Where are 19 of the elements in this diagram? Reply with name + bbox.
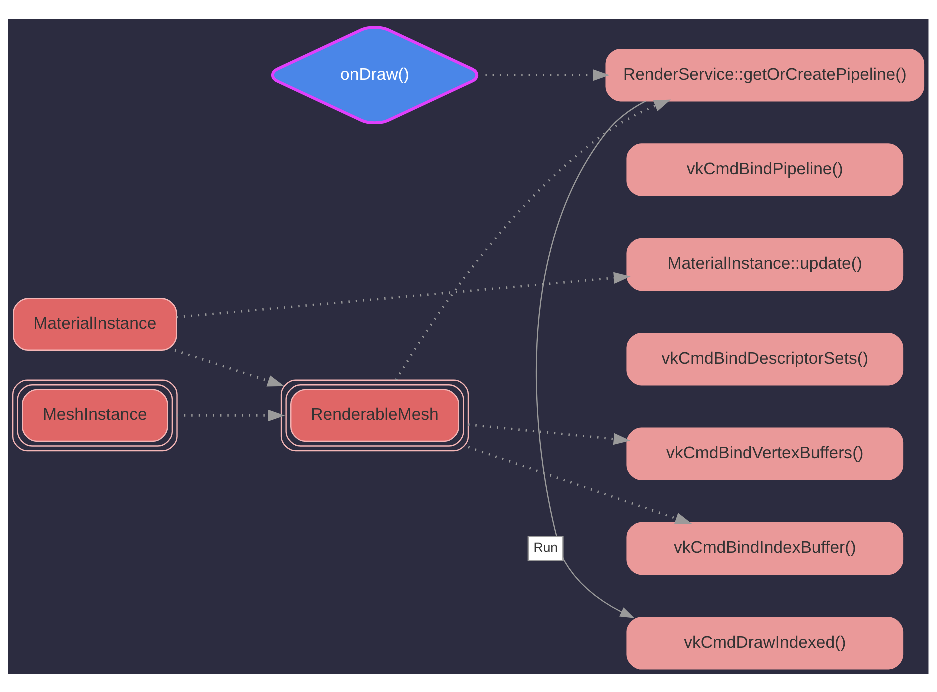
node-box: MeshInstance [12,379,178,452]
arrow [468,423,631,445]
arrow [177,409,286,422]
edge-label: Run [534,540,558,555]
node-box: vkCmdBindVertexBuffers() [626,427,904,480]
node-box: RenderableMesh [280,379,470,452]
node-box: MaterialInstance [13,298,178,350]
node-box: vkCmdDrawIndexed() [626,616,904,670]
node-box: RenderService::getOrCreatePipeline() [606,48,925,102]
arrow [395,99,672,380]
arrow [174,348,285,386]
arrow [486,68,610,81]
node-box: MaterialInstance::update() [626,238,904,291]
node-box: vkCmdBindIndexBuffer() [626,522,904,575]
node-box: vkCmdBindPipeline() [626,143,904,196]
arrow [468,446,692,524]
arrow [176,272,631,318]
arrow [536,100,646,618]
node-box: vkCmdBindDescriptorSets() [626,332,904,386]
